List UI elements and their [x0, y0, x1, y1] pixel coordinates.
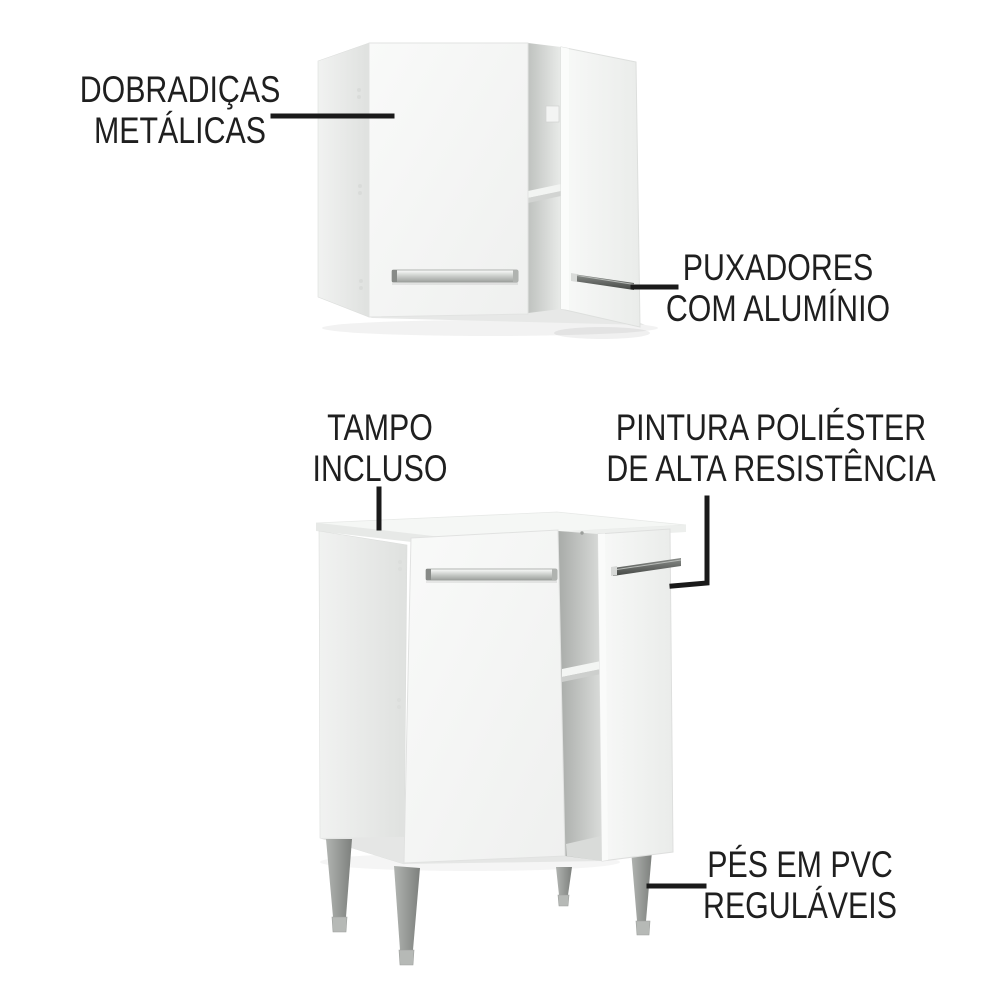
- base-cabinet-open-door-handle: [611, 558, 682, 576]
- base-cabinet-shelf-edge: [562, 669, 601, 682]
- wall-cabinet-left-door-handle: [391, 269, 519, 285]
- wall-cabinet-hinge: [545, 105, 560, 123]
- wall-cabinet-cam-holes: [357, 88, 363, 290]
- hinges-callout-label: DOBRADIÇAS METÁLICAS: [79, 69, 281, 151]
- leg-back-left: [326, 839, 352, 933]
- base-cabinet-illustration: [315, 511, 687, 966]
- feet-callout-label: PÉS EM PVC REGULÁVEIS: [703, 844, 897, 926]
- wall-cabinet-open-door-edge: [561, 47, 569, 310]
- paint-leader-line: [669, 495, 710, 589]
- base-cabinet-open-door: [597, 528, 674, 862]
- leg-back-right: [556, 867, 572, 907]
- base-cabinet-side-panel: [318, 530, 408, 865]
- base-cabinet-open-door-edge: [598, 533, 608, 861]
- wall-cabinet-interior: [528, 43, 561, 313]
- leg-front-left: [394, 866, 420, 966]
- countertop-callout-label: TAMPO INCLUSO: [312, 407, 448, 489]
- wall-cabinet-side-panel: [317, 42, 370, 318]
- base-cabinet-interior: [558, 531, 602, 861]
- wall-cabinet-left-door: [368, 42, 529, 318]
- base-cabinet-front-door-handle: [425, 568, 558, 583]
- leader-lines: [270, 113, 710, 889]
- wall-cabinet-illustration: [317, 42, 658, 339]
- base-cabinet-keyhole-dot: [580, 531, 584, 535]
- base-cabinet-legs: [326, 839, 652, 966]
- wall-cabinet-shelf-edge: [528, 191, 561, 203]
- handles-callout-label: PUXADORES COM ALUMÍNIO: [665, 247, 891, 329]
- wall-cabinet-shadow: [322, 320, 658, 336]
- wall-cabinet-open-door-handle: [571, 273, 635, 290]
- wall-cabinet-shelf: [528, 184, 561, 198]
- base-cabinet-front-door: [403, 529, 566, 864]
- base-cabinet-shelf: [562, 661, 601, 677]
- base-cabinet-interior-floor: [566, 836, 602, 861]
- paint-callout-label: PINTURA POLIÉSTER DE ALTA RESISTÊNCIA: [606, 407, 936, 489]
- leg-front-right: [631, 850, 652, 936]
- wall-cabinet-door-shadow: [554, 327, 650, 339]
